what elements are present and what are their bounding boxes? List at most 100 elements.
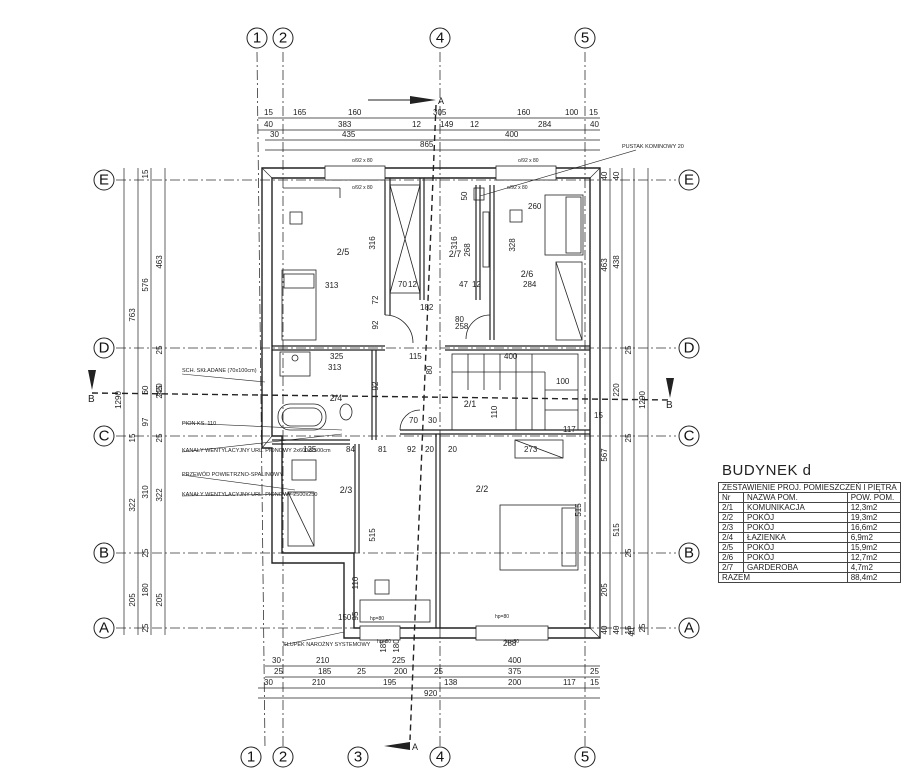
svg-text:435: 435 (342, 130, 356, 139)
svg-text:316: 316 (450, 236, 459, 250)
svg-text:200: 200 (508, 678, 522, 687)
svg-text:165: 165 (293, 108, 307, 117)
svg-text:70: 70 (409, 416, 418, 425)
room-label-2-2: 2/2 (476, 484, 489, 494)
svg-text:328: 328 (508, 238, 517, 252)
svg-text:322: 322 (128, 498, 137, 512)
svg-text:15: 15 (590, 678, 599, 687)
svg-text:12: 12 (412, 120, 421, 129)
svg-text:1290: 1290 (114, 391, 123, 409)
svg-text:180: 180 (392, 639, 401, 653)
svg-text:30: 30 (270, 130, 279, 139)
svg-text:185: 185 (379, 639, 388, 653)
svg-text:1290: 1290 (638, 391, 647, 409)
table-row: 2/2 POKÓJ 19,3m2 (718, 512, 901, 523)
svg-text:284: 284 (523, 280, 537, 289)
svg-text:325: 325 (330, 352, 344, 361)
axis-label-4: 4 (436, 30, 444, 47)
svg-text:100: 100 (565, 108, 579, 117)
interior-walls (272, 178, 590, 628)
svg-text:515: 515 (574, 503, 583, 517)
chair-icon-3 (374, 579, 390, 595)
svg-text:400: 400 (504, 352, 518, 361)
svg-text:hp=80: hp=80 (505, 639, 519, 645)
svg-text:15: 15 (264, 108, 273, 117)
window-tags: o/92 x 80 o/92 x 80 o/92 x 80 o/92 x 80 … (352, 158, 539, 645)
svg-text:100: 100 (556, 377, 570, 386)
svg-text:40: 40 (264, 120, 273, 129)
svg-text:25: 25 (141, 623, 150, 632)
dims-bottom: 30 210 225 400 25 185 25 200 25 375 25 3… (258, 656, 600, 699)
dims-right: 1290 463 567 205 438 220 515 25 25 25 25… (600, 168, 649, 636)
svg-text:160: 160 (348, 108, 362, 117)
axis-label-1: 1 (253, 30, 261, 47)
svg-text:15: 15 (589, 108, 598, 117)
svg-text:220: 220 (155, 383, 164, 397)
bed-room-2-6 (544, 194, 584, 256)
svg-text:313: 313 (325, 281, 339, 290)
total-label: RAZEM (718, 572, 848, 583)
dims-left: 1290 763 322 205 576 60 97 310 180 463 2… (114, 168, 166, 635)
svg-text:182: 182 (420, 303, 434, 312)
svg-text:438: 438 (612, 255, 621, 269)
col-header-nr: Nr (718, 492, 744, 503)
svg-text:92: 92 (371, 320, 380, 329)
svg-text:hp=80: hp=80 (377, 639, 391, 645)
total-area: 88,4m2 (846, 572, 901, 583)
svg-text:220: 220 (612, 383, 621, 397)
svg-text:84: 84 (346, 445, 355, 454)
svg-text:576: 576 (141, 278, 150, 292)
svg-text:110: 110 (351, 576, 360, 589)
svg-text:25: 25 (141, 548, 150, 557)
section-mark-a: A (438, 96, 444, 106)
legend-title: BUDYNEK d (722, 462, 812, 479)
svg-text:15: 15 (594, 411, 603, 420)
toilet-icon (339, 403, 353, 421)
svg-text:515: 515 (368, 528, 377, 542)
chimney-icon (473, 187, 485, 201)
svg-text:25: 25 (274, 667, 283, 676)
svg-text:117: 117 (563, 678, 576, 687)
svg-text:150: 150 (338, 613, 352, 622)
svg-text:30: 30 (272, 656, 281, 665)
svg-text:920: 920 (424, 689, 438, 698)
svg-text:25: 25 (357, 667, 366, 676)
axis-label-4-bottom: 4 (436, 749, 444, 766)
svg-text:o/92 x 80: o/92 x 80 (352, 185, 373, 191)
svg-text:25: 25 (155, 433, 164, 442)
svg-text:80: 80 (425, 365, 434, 374)
svg-text:260: 260 (528, 202, 542, 211)
room-label-2-3: 2/3 (340, 485, 353, 495)
section-mark-b: B (88, 394, 95, 405)
svg-text:210: 210 (316, 656, 330, 665)
axis-label-B: B (99, 545, 109, 562)
table-row: 2/4 ŁAZIENKA 6,9m2 (718, 532, 901, 543)
axis-label-A: A (99, 620, 109, 637)
axis-label-2: 2 (279, 30, 287, 47)
furniture (277, 165, 584, 641)
interior-dims: 316 313 316 328 260 284 70 12 47 12 92 7… (303, 191, 603, 653)
svg-text:97: 97 (141, 417, 150, 426)
chair-icon-2 (509, 209, 523, 223)
table-row: 2/7 GARDEROBA 4,7m2 (718, 562, 901, 573)
chair-icon (289, 211, 303, 225)
svg-text:258: 258 (455, 322, 469, 331)
svg-text:KANAŁY WENTYLACYJNY URL. PIONO: KANAŁY WENTYLACYJNY URL. PIONOWY 2x600x2… (182, 448, 331, 454)
svg-text:20: 20 (448, 445, 457, 454)
svg-text:40: 40 (600, 171, 609, 180)
svg-text:400: 400 (505, 130, 519, 139)
svg-text:PION KS. 110: PION KS. 110 (182, 421, 216, 427)
svg-text:50: 50 (460, 191, 469, 200)
svg-text:92: 92 (407, 445, 416, 454)
svg-text:40: 40 (590, 120, 599, 129)
svg-text:40: 40 (627, 627, 636, 636)
room-schedule-table: ZESTAWIENIE PROJ. POMIESZCZEŃ I PIĘTRA N… (718, 482, 901, 583)
axis-label-D-right: D (684, 340, 695, 357)
axis-label-A-right: A (684, 620, 694, 637)
svg-text:o/92 x 80: o/92 x 80 (507, 185, 528, 191)
svg-text:463: 463 (155, 255, 164, 269)
axis-label-E-right: E (684, 172, 694, 189)
svg-text:70: 70 (398, 280, 407, 289)
svg-text:865: 865 (420, 140, 434, 149)
svg-text:15: 15 (141, 169, 150, 178)
